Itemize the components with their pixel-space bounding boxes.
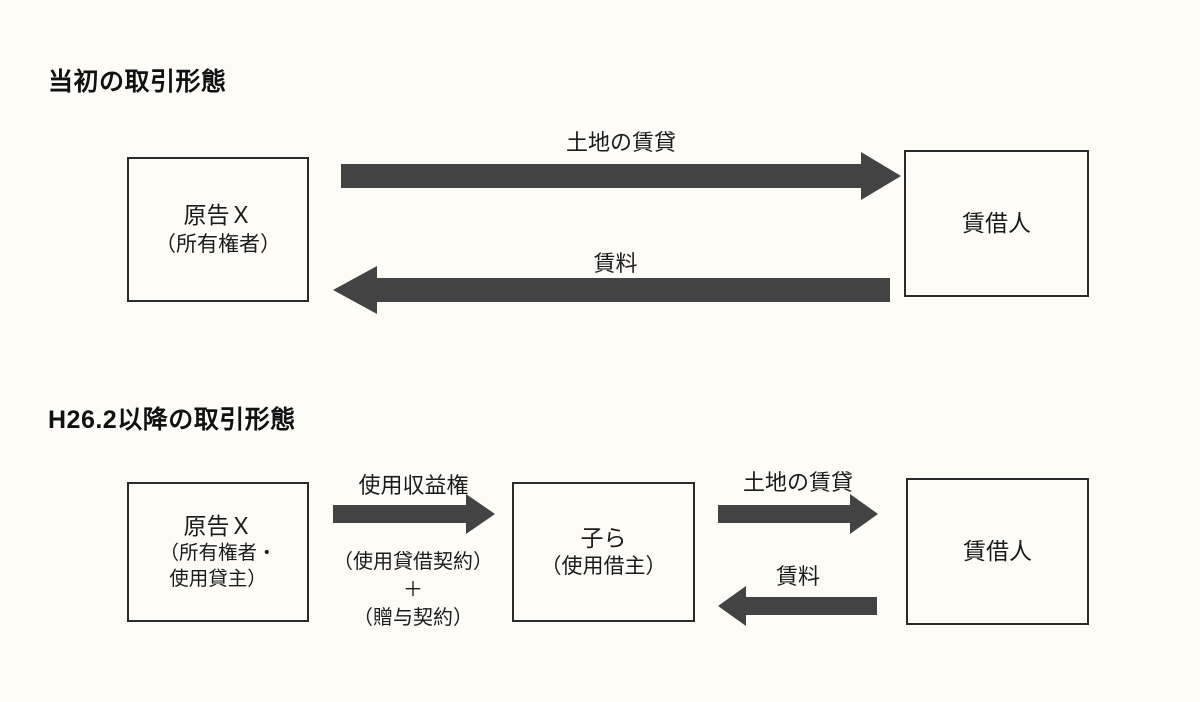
- section-title-initial-transaction: 当初の取引形態: [48, 68, 227, 96]
- box-plaintiff-x-initial-line1: 原告Ｘ: [183, 202, 253, 229]
- box-children: 子ら （使用借主）: [512, 482, 695, 622]
- box-children-line1: 子ら: [580, 524, 627, 551]
- arrow-rent-after: [718, 586, 877, 626]
- box-lessee-initial-line1: 賃借人: [962, 210, 1031, 237]
- box-plaintiff-x-initial: 原告Ｘ （所有権者）: [127, 157, 309, 302]
- edge-label-rent-after: 賃料: [775, 564, 820, 589]
- edge-label-usufruct-right: 使用収益権: [358, 473, 469, 498]
- box-plaintiff-x-after-line1: 原告Ｘ: [183, 513, 253, 540]
- box-lessee-after: 賃借人: [906, 478, 1089, 625]
- box-plaintiff-x-after: 原告Ｘ （所有権者・ 使用貸主）: [127, 482, 309, 622]
- section-title-after-h26: H26.2以降の取引形態: [48, 406, 296, 434]
- edge-label-rent-initial: 賃料: [593, 251, 638, 276]
- edge-label-loan-for-use-contract: （使用貸借契約）: [333, 551, 493, 573]
- edge-label-land-lease-initial: 土地の賃貸: [565, 130, 676, 155]
- box-lessee-after-line1: 賃借人: [963, 538, 1032, 565]
- box-children-line2: （使用借主）: [540, 555, 667, 579]
- edge-label-plus-sign: ＋: [403, 579, 423, 601]
- box-plaintiff-x-initial-line2: （所有権者）: [155, 232, 281, 256]
- edge-label-gift-contract: （贈与契約）: [353, 607, 473, 629]
- box-plaintiff-x-after-line3: 使用貸主）: [169, 568, 267, 591]
- box-plaintiff-x-after-line2: （所有権者・: [159, 542, 277, 565]
- arrow-land-lease-after: [718, 494, 878, 534]
- edge-label-land-lease-after: 土地の賃貸: [742, 470, 853, 495]
- arrow-land-lease-initial: [341, 152, 901, 200]
- arrow-usufruct-right: [333, 494, 495, 534]
- box-lessee-initial: 賃借人: [904, 150, 1089, 297]
